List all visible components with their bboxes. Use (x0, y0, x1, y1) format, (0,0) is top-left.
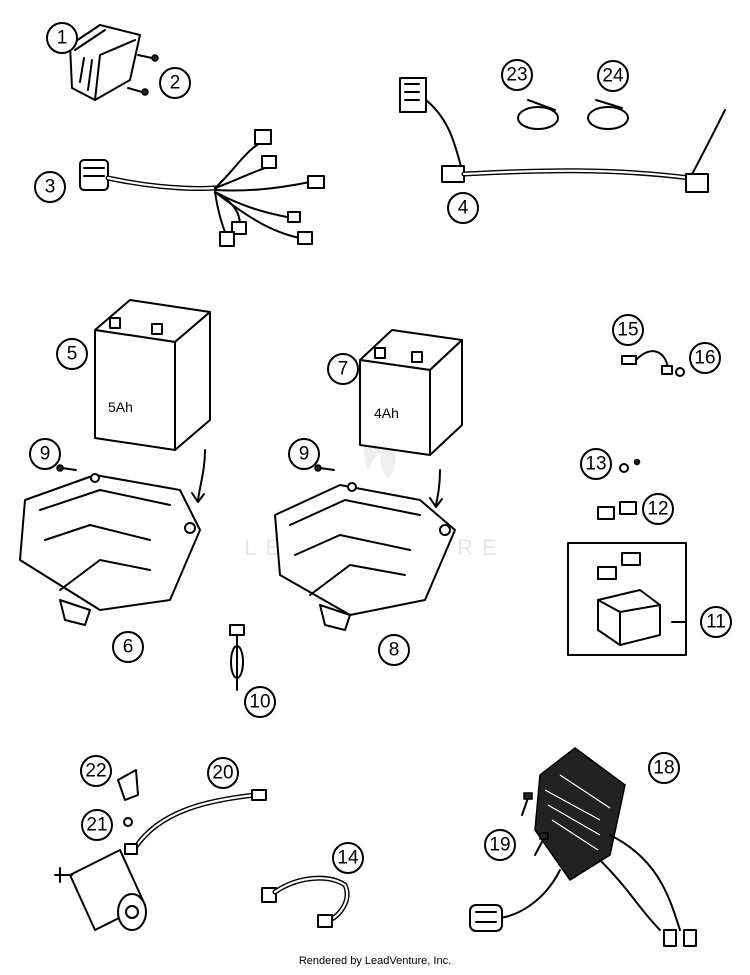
svg-text:4: 4 (458, 198, 469, 219)
svg-text:20: 20 (212, 763, 233, 784)
svg-text:24: 24 (602, 66, 624, 87)
screw-part[interactable] (56, 464, 77, 472)
cable-tie-part[interactable] (517, 99, 559, 130)
callout-9-left[interactable]: 9 (29, 438, 61, 470)
callout-15[interactable]: 15 (612, 314, 644, 346)
callout-19[interactable]: 19 (484, 829, 516, 861)
svg-text:19: 19 (489, 835, 510, 856)
battery-holder-left-part[interactable] (19, 473, 201, 626)
starter-relay-part[interactable] (567, 542, 687, 656)
terminal-cap-part[interactable] (117, 769, 139, 801)
callout-5[interactable]: 5 (56, 338, 88, 370)
callout-13[interactable]: 13 (580, 448, 612, 480)
starter-motor-part[interactable] (54, 849, 147, 931)
svg-text:18: 18 (653, 758, 674, 779)
svg-text:11: 11 (706, 612, 726, 633)
battery-4ah-part[interactable]: 4Ah (359, 329, 463, 456)
callout-16[interactable]: 16 (689, 342, 721, 374)
svg-text:21: 21 (86, 815, 107, 836)
arrow-icon (191, 449, 206, 503)
svg-text:3: 3 (45, 177, 56, 198)
screw-part[interactable] (127, 54, 159, 96)
callout-20[interactable]: 20 (207, 757, 239, 789)
callout-10[interactable]: 10 (244, 686, 276, 718)
main-wiring-harness-part[interactable] (79, 129, 325, 247)
callout-22[interactable]: 22 (80, 755, 112, 787)
svg-text:5: 5 (67, 344, 78, 365)
cable-part[interactable] (261, 875, 350, 928)
arrow-icon (429, 469, 443, 508)
svg-text:10: 10 (249, 692, 270, 713)
svg-text:2: 2 (170, 73, 181, 94)
callout-21[interactable]: 21 (81, 809, 113, 841)
regulator-rectifier-part[interactable] (469, 747, 697, 947)
cable-tie-part[interactable] (587, 99, 629, 130)
svg-text:16: 16 (694, 348, 715, 369)
battery-holder-right-part[interactable] (274, 482, 456, 631)
svg-text:7: 7 (338, 359, 349, 380)
bolt-part[interactable] (675, 367, 685, 377)
relay-clip-part[interactable] (597, 501, 637, 520)
footer-credit: Rendered by LeadVenture, Inc. (298, 955, 452, 967)
starter-cable-part[interactable] (124, 789, 267, 855)
callout-23[interactable]: 23 (501, 59, 533, 91)
callout-8[interactable]: 8 (378, 634, 410, 666)
callout-12[interactable]: 12 (642, 493, 674, 525)
callout-11[interactable]: 11 (700, 606, 732, 638)
battery-capacity-5ah: 5Ah (108, 399, 133, 415)
bolt-part[interactable] (521, 792, 533, 816)
nut-part[interactable] (123, 817, 133, 827)
svg-text:12: 12 (647, 499, 668, 520)
svg-text:22: 22 (85, 761, 106, 782)
callout-7[interactable]: 7 (327, 353, 359, 385)
svg-text:23: 23 (506, 65, 527, 86)
svg-text:13: 13 (585, 454, 606, 475)
svg-text:14: 14 (337, 848, 359, 869)
svg-text:8: 8 (389, 640, 400, 661)
secondary-wiring-harness-part[interactable] (399, 77, 726, 193)
screw-part[interactable] (619, 458, 641, 473)
fuse-part[interactable] (229, 624, 245, 691)
battery-capacity-4ah: 4Ah (374, 405, 399, 421)
callout-4[interactable]: 4 (447, 192, 479, 224)
ground-cable-part[interactable] (621, 350, 673, 375)
svg-text:9: 9 (299, 444, 310, 465)
svg-text:15: 15 (617, 320, 638, 341)
svg-text:1: 1 (57, 28, 68, 49)
callout-1[interactable]: 1 (46, 22, 78, 54)
callout-2[interactable]: 2 (159, 67, 191, 99)
svg-text:6: 6 (123, 637, 134, 658)
battery-5ah-part[interactable]: 5Ah (94, 299, 211, 451)
callout-14[interactable]: 14 (332, 842, 364, 874)
cdi-unit-part[interactable] (69, 24, 141, 101)
callout-3[interactable]: 3 (34, 171, 66, 203)
bolt-part[interactable] (534, 832, 549, 856)
screw-part[interactable] (314, 464, 335, 472)
callout-24[interactable]: 24 (597, 60, 629, 92)
callout-9-right[interactable]: 9 (288, 438, 320, 470)
callout-18[interactable]: 18 (648, 752, 680, 784)
svg-text:9: 9 (40, 444, 51, 465)
callout-6[interactable]: 6 (112, 631, 144, 663)
